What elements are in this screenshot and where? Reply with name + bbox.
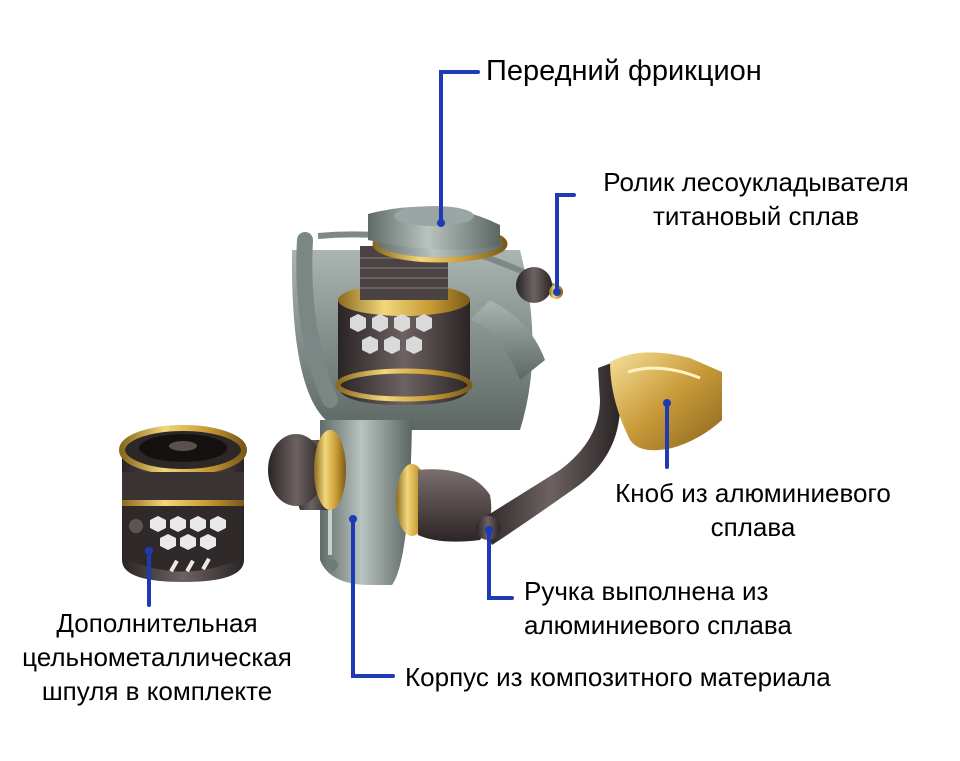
callout-body-line-1: Корпус из композитного материала	[405, 662, 831, 692]
callout-front-drag-line-1: Передний фрикцион	[486, 55, 762, 87]
leader-dot-spare-spool	[145, 547, 153, 555]
callout-knob-line-1: Кноб из алюминиевого	[615, 478, 891, 508]
leader-lines	[145, 70, 671, 678]
callout-spare-spool-line-1: Дополнительная	[56, 608, 258, 638]
callout-spare-spool-line-2: цельнометаллическая	[22, 642, 292, 672]
leader-handle	[487, 529, 514, 600]
leader-line-roller	[555, 193, 576, 292]
leader-dot-knob	[663, 399, 671, 407]
callout-line-roller-line-2: титановый сплав	[652, 201, 860, 231]
callout-handle-line-2: алюминиевого сплава	[524, 610, 792, 640]
leader-front-drag	[439, 70, 480, 224]
leader-body	[351, 518, 395, 678]
callout-line-roller: Ролик лесоукладывателя титановый сплав	[583, 165, 929, 233]
leader-dot-body	[349, 515, 357, 523]
callout-body: Корпус из композитного материала	[405, 660, 831, 694]
callout-spare-spool-line-3: шпуля в комплекте	[41, 676, 273, 706]
callout-spare-spool: Дополнительная цельнометаллическая шпуля…	[2, 606, 312, 708]
callout-handle-line-1: Ручка выполнена из	[524, 576, 769, 606]
callout-front-drag: Передний фрикцион	[486, 54, 762, 88]
callout-knob-line-2: сплава	[710, 512, 796, 542]
leader-dot-front-drag	[437, 219, 445, 227]
leader-dot-handle	[485, 526, 493, 534]
leader-dot-line-roller	[553, 288, 561, 296]
main-reel-illustration	[268, 206, 722, 585]
spare-spool-illustration	[119, 425, 247, 582]
callout-line-roller-line-1: Ролик лесоукладывателя	[603, 167, 909, 197]
callout-handle: Ручка выполнена из алюминиевого сплава	[524, 574, 792, 642]
callout-knob: Кноб из алюминиевого сплава	[595, 476, 911, 544]
